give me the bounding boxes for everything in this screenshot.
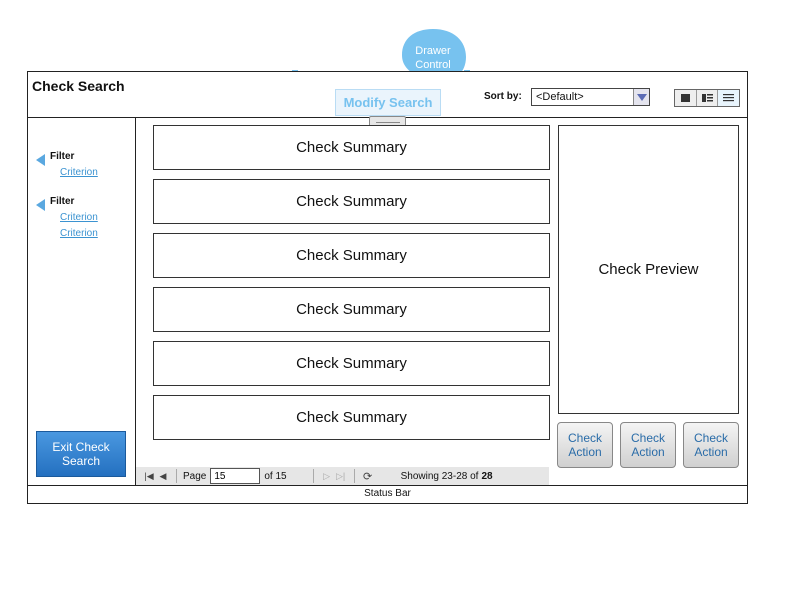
page-label: Page: [183, 470, 207, 482]
check-summary-card[interactable]: Check Summary: [153, 395, 550, 440]
check-summary-card[interactable]: Check Summary: [153, 179, 550, 224]
chevron-down-icon[interactable]: [633, 89, 649, 105]
pager-divider: [176, 469, 177, 483]
status-bar: Status Bar: [364, 488, 411, 499]
collapse-arrow-icon[interactable]: [36, 199, 45, 211]
status-divider: [27, 485, 748, 486]
total-count: 28: [481, 470, 493, 482]
filter-label: Filter: [50, 196, 75, 207]
page-count-label: of 15: [264, 470, 287, 482]
check-action-button[interactable]: Check Action: [557, 422, 613, 468]
exit-check-search-button[interactable]: Exit Check Search: [36, 431, 126, 477]
showing-range-label: Showing 23-28 of: [400, 470, 479, 482]
sort-select-value: <Default>: [536, 91, 584, 103]
detail-view-icon: [701, 94, 713, 102]
page-number-input[interactable]: [210, 468, 261, 484]
grid-view-icon: [681, 94, 690, 102]
detail-view-button[interactable]: [697, 90, 719, 106]
sort-label: Sort by:: [484, 91, 522, 102]
grid-view-button[interactable]: [675, 90, 697, 106]
filter-criterion-link[interactable]: Criterion: [60, 228, 98, 239]
first-page-icon[interactable]: |◀: [144, 470, 154, 481]
next-page-icon[interactable]: ▷: [323, 470, 331, 481]
check-summary-card[interactable]: Check Summary: [153, 341, 550, 386]
filter-label: Filter: [50, 151, 75, 162]
pager-divider: [353, 469, 355, 483]
pagination-bar: |◀ ◀ Page of 15 ▷ ▷| ⟳ Showing 23-28 of …: [136, 467, 549, 485]
list-view-button[interactable]: [718, 90, 740, 106]
last-page-icon[interactable]: ▷|: [335, 470, 346, 481]
check-summary-card[interactable]: Check Summary: [153, 233, 550, 278]
filter-criterion-link[interactable]: Criterion: [60, 212, 98, 223]
filter-criterion-link[interactable]: Criterion: [60, 167, 98, 178]
pager-divider: [312, 469, 314, 483]
check-summary-card[interactable]: Check Summary: [153, 287, 550, 332]
previous-page-icon[interactable]: ◀: [159, 470, 167, 481]
check-preview-panel: Check Preview: [558, 125, 739, 414]
check-summary-card[interactable]: Check Summary: [153, 125, 550, 170]
check-action-button[interactable]: Check Action: [620, 422, 676, 468]
sort-select[interactable]: <Default>: [531, 88, 650, 106]
refresh-icon[interactable]: ⟳: [363, 470, 373, 483]
list-view-icon: [723, 94, 735, 102]
sidebar-divider: [135, 117, 136, 486]
check-action-button[interactable]: Check Action: [683, 422, 739, 468]
drawer-control-callout-text: Drawer Control: [415, 45, 451, 71]
view-toggle-group: [674, 89, 740, 107]
page-title: Check Search: [32, 78, 125, 94]
collapse-arrow-icon[interactable]: [36, 154, 45, 166]
modify-search-tab[interactable]: Modify Search: [335, 89, 441, 116]
